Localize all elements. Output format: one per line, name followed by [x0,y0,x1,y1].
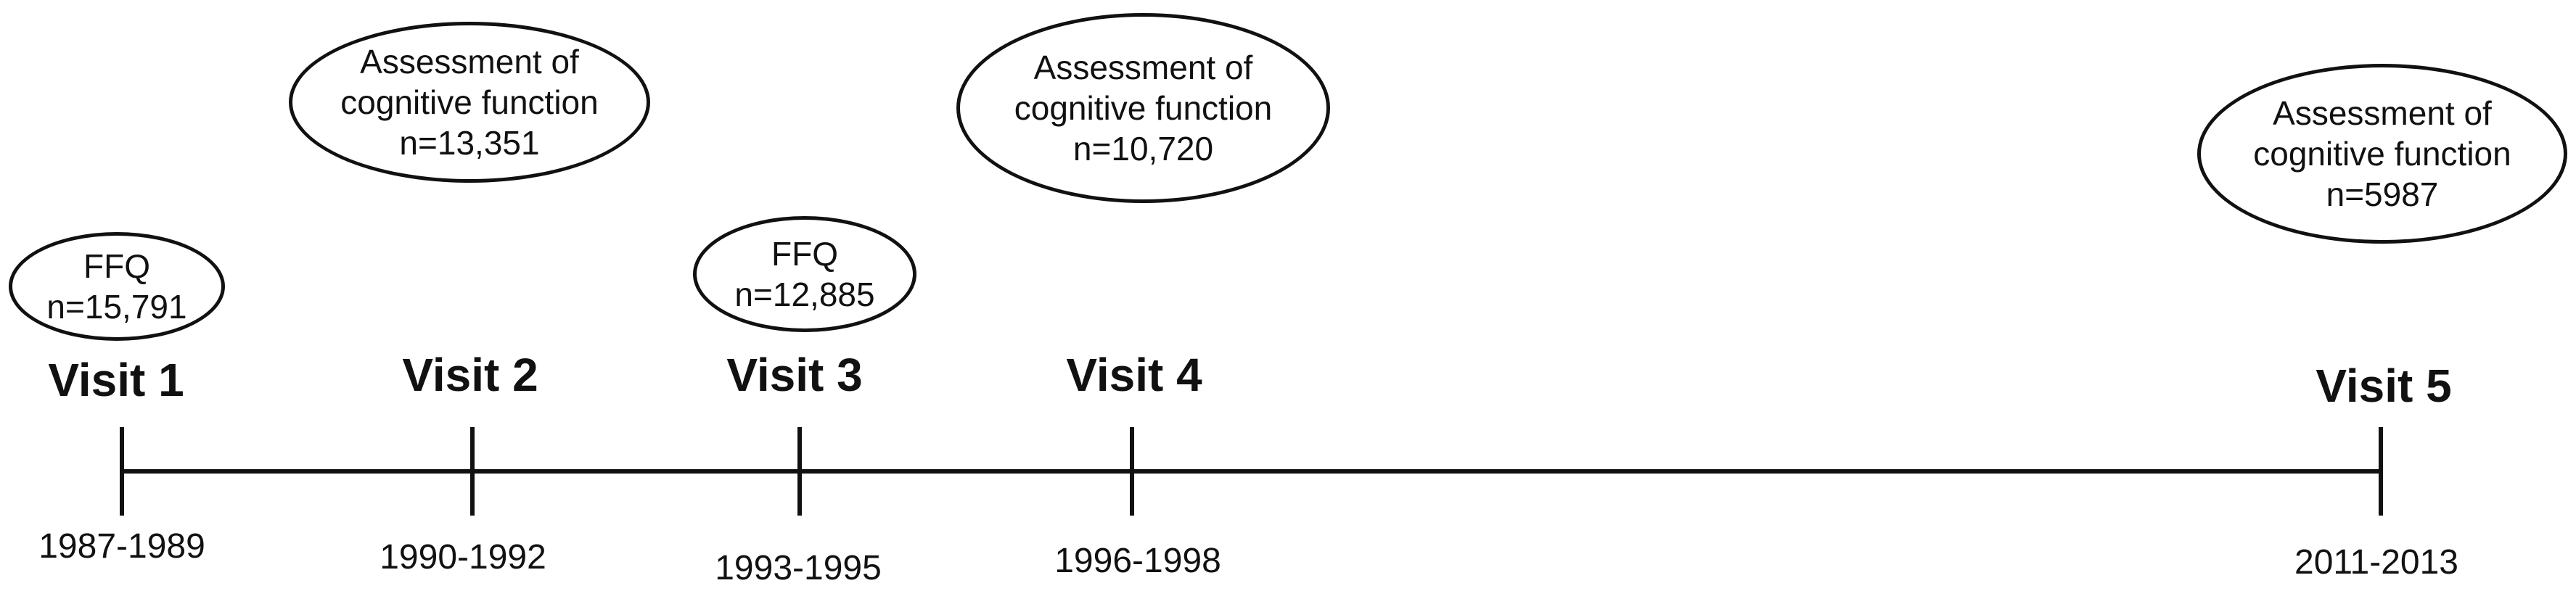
visit-1-years: 1987-1989 [38,527,205,566]
visit-3-label: Visit 3 [726,349,863,401]
cognitive-bubble-visit-2-line1: Assessment of [360,43,579,80]
visit-3-years: 1993-1995 [715,549,882,587]
tick-visit-1 [120,427,124,516]
ffq-bubble-visit-1-count: n=15,791 [46,288,187,326]
visit-5-label: Visit 5 [2315,360,2452,412]
ffq-bubble-visit-3: FFQ n=12,885 [693,216,916,332]
ffq-bubble-visit-3-title: FFQ [771,235,838,273]
ffq-bubble-visit-3-count: n=12,885 [734,276,875,313]
visit-4-label: Visit 4 [1066,349,1202,401]
cognitive-bubble-visit-2-line2: cognitive function [340,83,599,121]
cognitive-bubble-visit-2-count: n=13,351 [399,124,540,162]
timeline-axis [122,469,2383,474]
cognitive-bubble-visit-5-line1: Assessment of [2273,94,2492,132]
ffq-bubble-visit-1-title: FFQ [83,247,150,285]
cognitive-bubble-visit-4-line1: Assessment of [1033,49,1253,86]
visit-1-label: Visit 1 [48,354,184,406]
tick-visit-5 [2379,427,2383,516]
cognitive-bubble-visit-5-line2: cognitive function [2253,135,2511,173]
visit-4-years: 1996-1998 [1054,542,1221,580]
ffq-bubble-visit-1: FFQ n=15,791 [9,232,225,341]
cognitive-bubble-visit-5-count: n=5987 [2326,175,2439,213]
tick-visit-4 [1130,427,1134,516]
cognitive-bubble-visit-4: Assessment of cognitive function n=10,72… [956,13,1330,203]
tick-visit-3 [797,427,802,516]
visit-2-years: 1990-1992 [380,538,546,576]
cognitive-bubble-visit-4-line2: cognitive function [1014,89,1273,127]
visit-5-years: 2011-2013 [2294,543,2458,582]
visit-2-label: Visit 2 [402,349,538,401]
tick-visit-2 [470,427,475,516]
cognitive-bubble-visit-2: Assessment of cognitive function n=13,35… [289,22,650,183]
cognitive-bubble-visit-4-count: n=10,720 [1072,130,1214,168]
cognitive-bubble-visit-5: Assessment of cognitive function n=5987 [2197,64,2567,244]
